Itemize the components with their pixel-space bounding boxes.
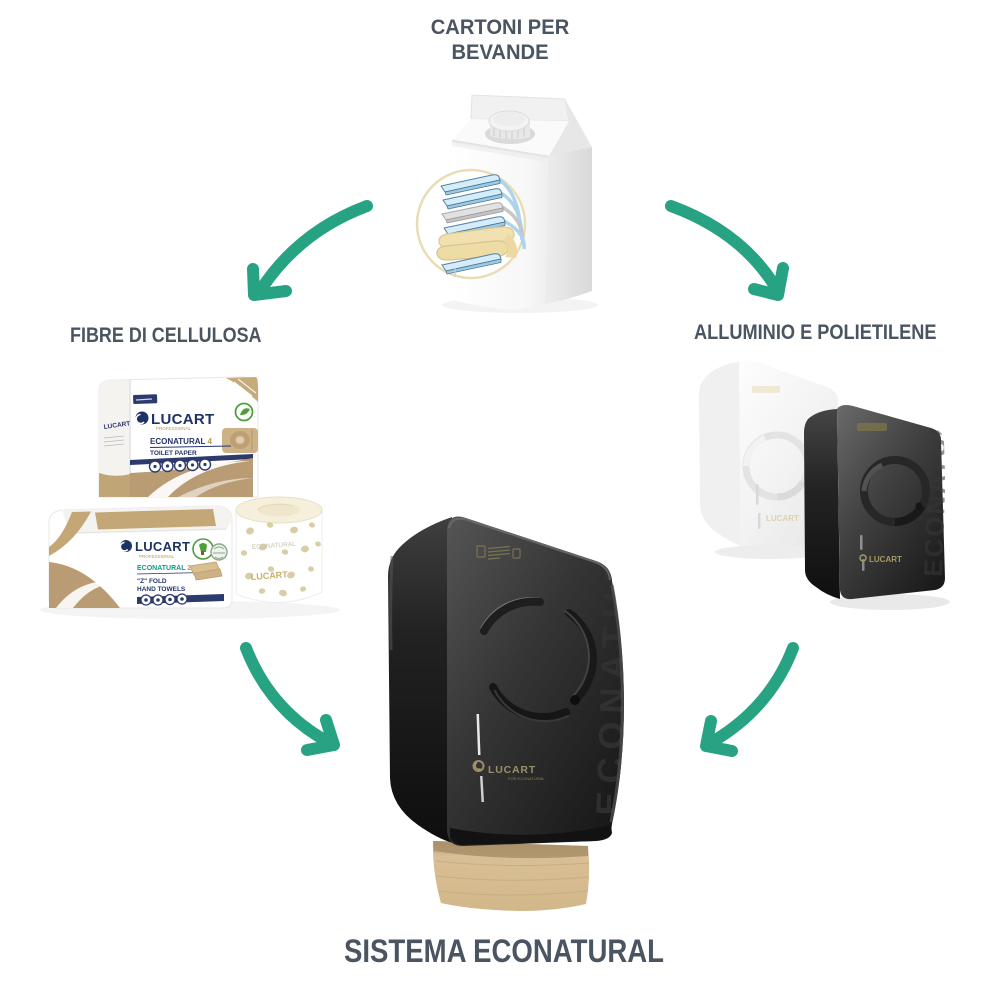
svg-text:ECONATURAL 2: ECONATURAL 2: [137, 565, 191, 572]
svg-text:PROFESSIONAL: PROFESSIONAL: [139, 554, 175, 559]
svg-text:LUCART: LUCART: [151, 411, 214, 428]
svg-text:LUCART: LUCART: [250, 569, 288, 582]
svg-text:ECONATURAL: ECONATURAL: [252, 541, 297, 551]
svg-text:PROFESSIONAL: PROFESSIONAL: [156, 426, 192, 431]
svg-text:LUCART: LUCART: [103, 420, 130, 431]
svg-text:TOILET PAPER: TOILET PAPER: [150, 450, 197, 457]
svg-text:LUCART: LUCART: [766, 514, 799, 523]
svg-text:FOR ECONATURAL: FOR ECONATURAL: [508, 776, 545, 781]
svg-text:ECONATURAL 4: ECONATURAL 4: [150, 437, 212, 446]
svg-text:LUCART: LUCART: [135, 539, 190, 554]
svg-text:LUCART: LUCART: [488, 764, 536, 776]
svg-text:"Z" FOLD: "Z" FOLD: [137, 578, 167, 585]
svg-text:LUCART: LUCART: [869, 555, 902, 564]
svg-text:HAND TOWELS: HAND TOWELS: [137, 586, 186, 593]
